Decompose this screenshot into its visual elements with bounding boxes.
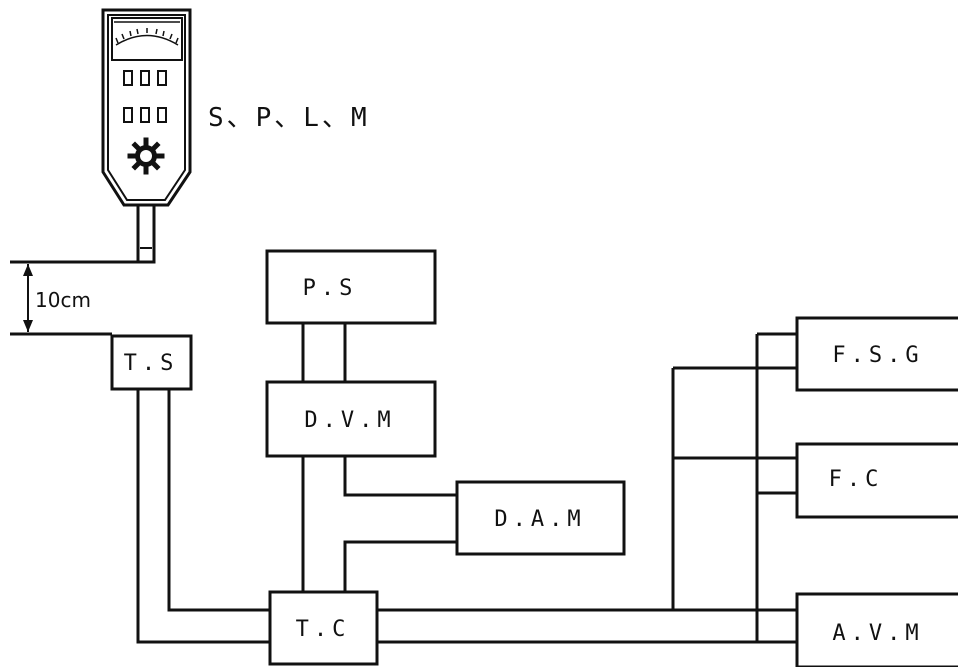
sound-level-meter: S、P、L、M: [101, 8, 370, 264]
block-ts-label: T.S: [124, 351, 179, 376]
block-dvm: D.V.M: [265, 380, 437, 458]
block-dam-label: D.A.M: [494, 507, 585, 532]
meter-buttons: [123, 70, 167, 123]
meter-button[interactable]: [140, 107, 150, 123]
meter-button[interactable]: [157, 107, 167, 123]
block-dvm-label: D.V.M: [304, 408, 395, 433]
dimension-label: 10cm: [35, 288, 91, 312]
meter-stem: [136, 203, 156, 264]
meter-label: S、P、L、M: [208, 103, 370, 133]
block-avm-label: A.V.M: [832, 621, 923, 646]
meter-button[interactable]: [123, 70, 133, 86]
block-fc-label: F.C: [829, 467, 884, 492]
block-avm: A.V.M: [795, 592, 958, 667]
block-ps: P.S: [265, 249, 437, 325]
block-ps-label: P.S: [303, 276, 358, 301]
meter-inner-outline: [107, 14, 186, 201]
meter-scale-ticks: [114, 21, 180, 46]
distance-dimension: 10cm: [10, 260, 146, 336]
meter-button[interactable]: [140, 70, 150, 86]
block-ts: T.S: [110, 334, 193, 391]
meter-button[interactable]: [157, 70, 167, 86]
block-fsg: F.S.G: [795, 316, 958, 392]
gear-icon[interactable]: [127, 137, 165, 175]
meter-button[interactable]: [123, 107, 133, 123]
meter-display: [111, 17, 183, 61]
block-tc-label: T.C: [296, 617, 351, 642]
block-dam: D.A.M: [455, 480, 626, 556]
block-fsg-label: F.S.G: [832, 343, 923, 368]
block-fc: F.C: [795, 442, 958, 519]
block-tc: T.C: [268, 590, 379, 666]
wiring: [136, 323, 797, 644]
